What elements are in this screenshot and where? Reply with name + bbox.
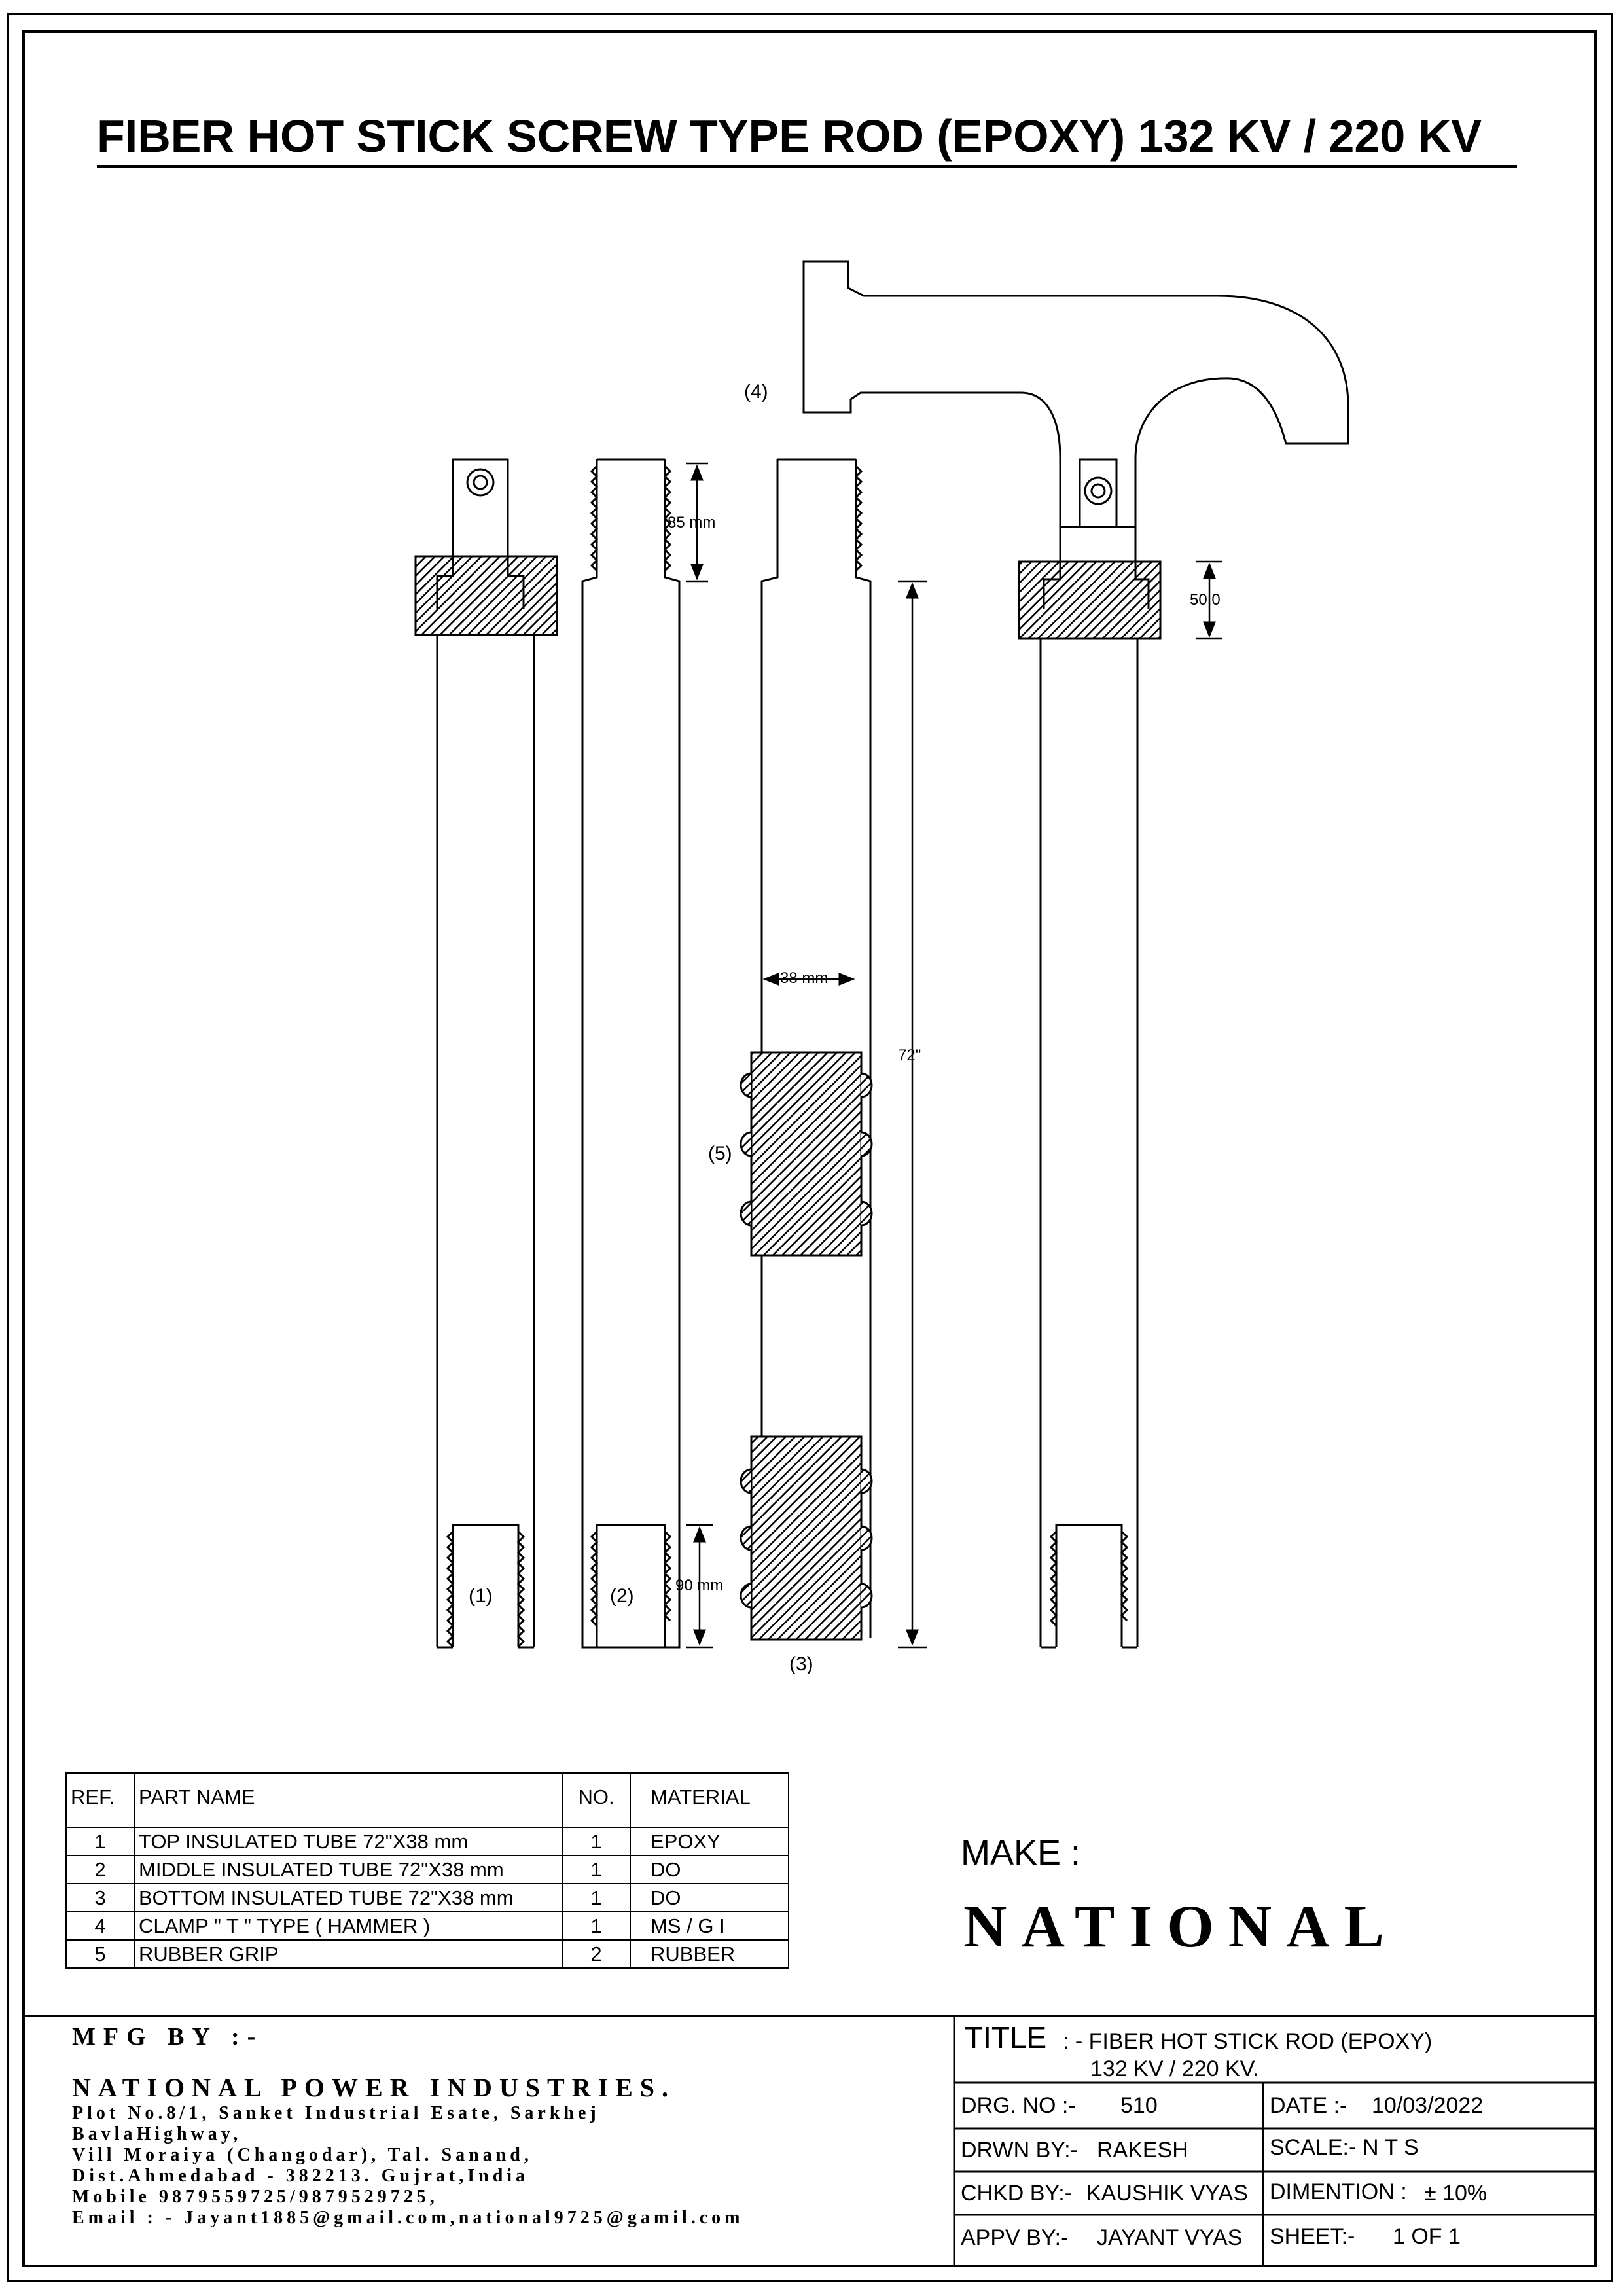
cell-material: MS / G I (630, 1912, 789, 1941)
mfg-heading: MFG BY :- (72, 2023, 264, 2051)
dim-top-thread: 85 mm (668, 514, 715, 531)
label-part-4: (4) (744, 381, 768, 403)
part-3-bottom-tube (740, 458, 873, 1641)
tb-title-text-2: 132 KV / 220 KV. (1090, 2056, 1259, 2081)
part-2-middle-tube (581, 458, 681, 1649)
tb-scale-label: SCALE:- (1270, 2135, 1357, 2160)
tb-drawn-label: DRWN BY:- (961, 2138, 1078, 2162)
tb-drg-no-label: DRG. NO :- (961, 2093, 1076, 2118)
cell-part-name: BOTTOM INSULATED TUBE 72"X38 mm (134, 1884, 563, 1912)
tb-title-text: : - FIBER HOT STICK ROD (EPOXY) (1063, 2029, 1433, 2054)
cell-no: 1 (562, 1884, 631, 1912)
cell-no: 2 (562, 1940, 631, 1969)
table-row: 2 MIDDLE INSULATED TUBE 72"X38 mm 1 DO (65, 1856, 789, 1884)
cell-material: DO (630, 1884, 789, 1912)
tb-sheet-label: SHEET:- (1270, 2224, 1355, 2249)
part-1-top-tube (414, 458, 558, 1649)
make-brand: NATIONAL (963, 1893, 1399, 1960)
mfg-mobile: Mobile 9879559725/9879529725, (72, 2187, 438, 2207)
header-no: NO. (562, 1772, 631, 1828)
mfg-address-line: BavlaHighway, (72, 2124, 242, 2144)
dim-diameter: 38 mm (780, 969, 828, 987)
mfg-address-line: Dist.Ahmedabad - 382213. Gujrat,India (72, 2166, 529, 2186)
manufacturer-block: MFG BY :- NATIONAL POWER INDUSTRIES. Plo… (72, 2022, 744, 2229)
tb-drg-no: 510 (1120, 2093, 1158, 2118)
cell-no: 1 (562, 1827, 631, 1856)
cell-part-name: MIDDLE INSULATED TUBE 72"X38 mm (134, 1856, 563, 1884)
table-row: 3 BOTTOM INSULATED TUBE 72"X38 mm 1 DO (65, 1884, 789, 1912)
part-4-t-clamp (802, 260, 1349, 1649)
tb-drawn: RAKESH (1097, 2138, 1188, 2162)
tb-approved-label: APPV BY:- (961, 2225, 1069, 2250)
tb-dimention-label: DIMENTION : (1270, 2179, 1407, 2204)
tb-dimention: ± 10% (1424, 2181, 1488, 2206)
cell-ref: 3 (65, 1884, 135, 1912)
dim-clamp-block: 50.0 (1190, 591, 1221, 609)
cell-material: RUBBER (630, 1940, 789, 1969)
drawing-title: FIBER HOT STICK SCREW TYPE ROD (EPOXY) 1… (97, 110, 1517, 168)
parts-table: REF. PART NAME NO. MATERIAL 1 TOP INSULA… (65, 1772, 789, 1969)
tb-checked-label: CHKD BY:- (961, 2181, 1073, 2206)
header-material: MATERIAL (630, 1772, 789, 1828)
make-label: MAKE : (961, 1833, 1081, 1873)
cell-no: 1 (562, 1912, 631, 1941)
mfg-address-line: Vill Moraiya (Changodar), Tal. Sanand, (72, 2145, 533, 2165)
cell-ref: 1 (65, 1827, 135, 1856)
label-part-1: (1) (469, 1585, 493, 1607)
mfg-company: NATIONAL POWER INDUSTRIES. (72, 2073, 676, 2102)
table-row: 4 CLAMP " T " TYPE ( HAMMER ) 1 MS / G I (65, 1912, 789, 1941)
label-part-2: (2) (610, 1585, 634, 1607)
cell-material: DO (630, 1856, 789, 1884)
tb-date-label: DATE :- (1270, 2093, 1347, 2118)
tb-approved: JAYANT VYAS (1097, 2225, 1243, 2250)
dim-bottom-thread: 90 mm (675, 1577, 723, 1594)
tb-date: 10/03/2022 (1372, 2093, 1484, 2118)
dim-length: 72" (898, 1047, 921, 1064)
cell-no: 1 (562, 1856, 631, 1884)
cell-part-name: CLAMP " T " TYPE ( HAMMER ) (134, 1912, 563, 1941)
tb-checked: KAUSHIK VYAS (1086, 2181, 1248, 2206)
outer-border (7, 13, 1613, 2282)
cell-ref: 2 (65, 1856, 135, 1884)
mfg-address-line: Plot No.8/1, Sanket Industrial Esate, Sa… (72, 2103, 600, 2123)
cell-part-name: RUBBER GRIP (134, 1940, 563, 1969)
table-row: 5 RUBBER GRIP 2 RUBBER (65, 1940, 789, 1969)
table-row: 1 TOP INSULATED TUBE 72"X38 mm 1 EPOXY (65, 1827, 789, 1856)
cell-ref: 4 (65, 1912, 135, 1941)
label-part-5: (5) (708, 1143, 732, 1164)
mfg-email: Email : - Jayant1885@gmail.com,national9… (72, 2208, 744, 2228)
label-part-3: (3) (789, 1653, 813, 1675)
cell-ref: 5 (65, 1940, 135, 1969)
cell-material: EPOXY (630, 1827, 789, 1856)
inner-border (22, 30, 1597, 2267)
cell-part-name: TOP INSULATED TUBE 72"X38 mm (134, 1827, 563, 1856)
tb-title-label: TITLE (965, 2020, 1047, 2054)
header-ref: REF. (65, 1772, 135, 1828)
header-part-name: PART NAME (134, 1772, 563, 1828)
tb-scale: N T S (1363, 2135, 1419, 2160)
tb-sheet: 1 OF 1 (1393, 2224, 1461, 2249)
